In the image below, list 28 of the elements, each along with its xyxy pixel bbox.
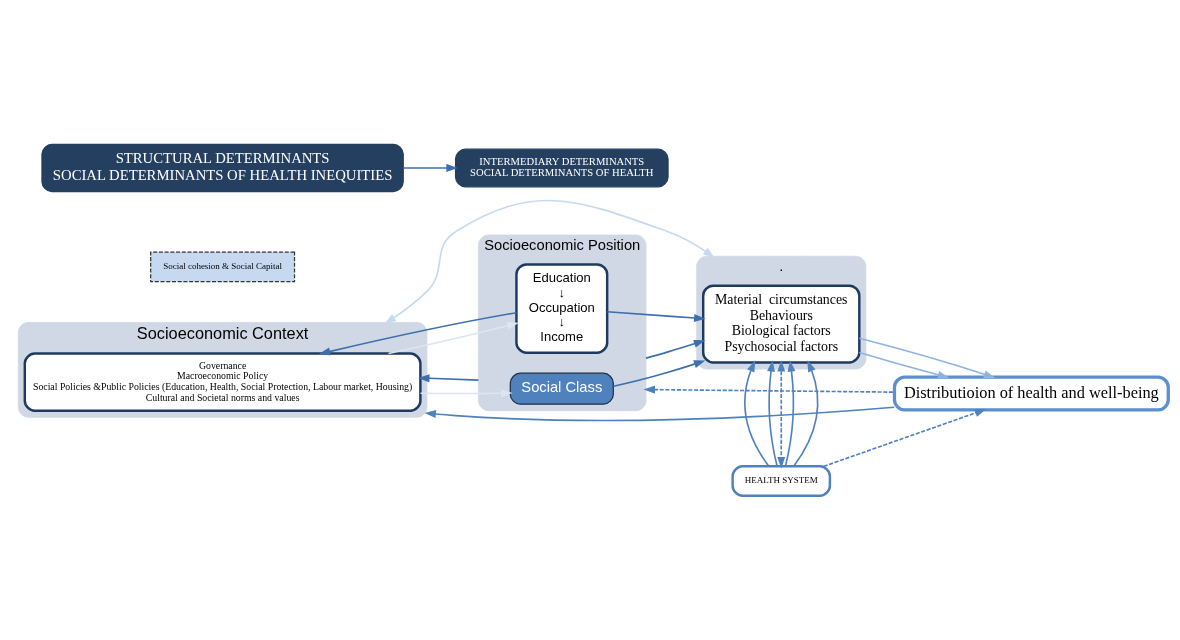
arrow: [743, 360, 770, 467]
arrow: [777, 360, 786, 469]
arrow: [418, 374, 480, 383]
node-box: Social cohesion & Social Capital: [150, 251, 296, 283]
arrow: [384, 199, 715, 324]
node-box: Social Class: [509, 372, 614, 405]
arrow: [424, 406, 895, 422]
arrow: [318, 311, 518, 356]
arrow: [784, 360, 796, 467]
node-box: STRUCTURAL DETERMINANTS SOCIAL DETERMINANTS OF HEALTH INEQUITIES: [41, 143, 404, 193]
node-box: Distributioion of health and well-being: [892, 375, 1170, 412]
arrow: [402, 163, 458, 172]
arrow: [767, 360, 778, 467]
node-box: Governance Macroeconomic Policy Social Policies &Public Policies (Education, Health, Social Protection, Labour market, Housing) Cultural and Societal norms and values: [23, 352, 422, 412]
arrow: [858, 351, 950, 379]
arrow: [823, 409, 987, 468]
node-box: Material circumstances Behaviours Biological factors Psychosocial factors: [701, 284, 861, 364]
arrow: [387, 321, 519, 355]
arrow: [645, 339, 706, 359]
node-box: HEALTH SYSTEM: [731, 465, 832, 497]
arrow: [419, 389, 513, 398]
node-box: Education ↓ Occupation ↓ Income: [515, 263, 609, 354]
arrow: [858, 337, 996, 379]
arrow: [793, 360, 819, 467]
arrow: [606, 310, 706, 322]
arrow: [612, 360, 706, 388]
node-box: INTERMEDIARY DETERMINANTS SOCIAL DETERMINANTS OF HEALTH: [454, 148, 669, 188]
arrow: [643, 385, 896, 394]
